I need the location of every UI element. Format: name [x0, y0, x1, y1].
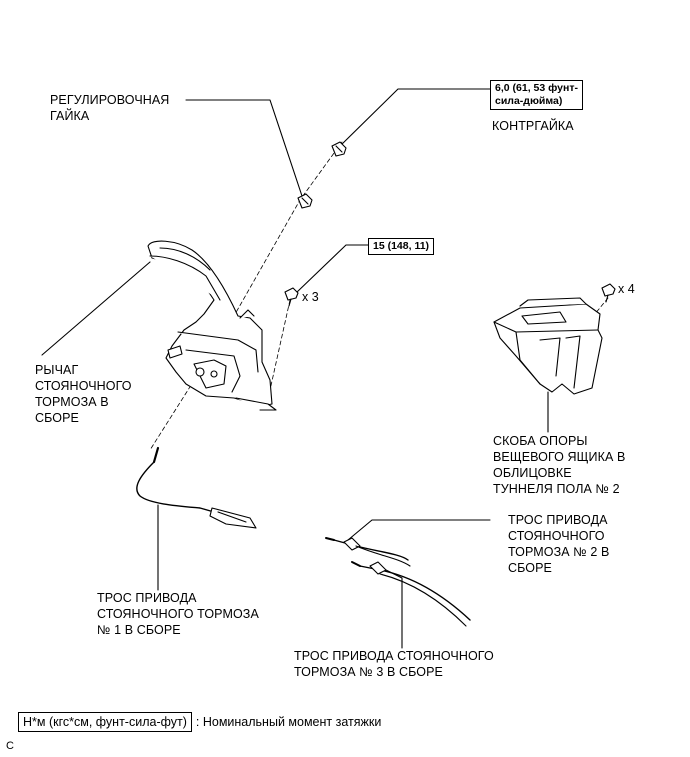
bolt-torque-box: 15 (148, 11)	[368, 238, 435, 255]
legend-unit-box: Н*м (кгс*см, фунт-сила-фут)	[18, 712, 192, 732]
leader-locknut	[337, 88, 491, 149]
cable-1-label: ТРОС ПРИВОДА СТОЯНОЧНОГО ТОРМОЗА № 1 В С…	[97, 591, 259, 637]
center-line	[149, 141, 343, 451]
bracket-label: СКОБА ОПОРЫ ВЕЩЕВОГО ЯЩИКА В ОБЛИЦОВКЕ Т…	[493, 434, 626, 496]
cable-2-label: ТРОС ПРИВОДА СТОЯНОЧНОГО ТОРМОЗА № 2 В С…	[508, 513, 610, 575]
cable-3-label: ТРОС ПРИВОДА СТОЯНОЧНОГО ТОРМОЗА № 3 В С…	[294, 649, 494, 679]
lever-label: РЫЧАГ СТОЯНОЧНОГО ТОРМОЗА В СБОРЕ	[35, 363, 132, 425]
bracket-icon	[493, 297, 603, 395]
leader-cable3	[385, 569, 403, 649]
legend-description: : Номинальный момент затяжки	[195, 715, 382, 729]
leader-adjust-nut	[185, 99, 303, 197]
torque-legend: Н*м (кгс*см, фунт-сила-фут) : Номинальны…	[18, 712, 381, 732]
bracket-bolt-icon	[601, 283, 616, 303]
leader-bolt-torque	[295, 244, 369, 294]
bracket-bolt-qty: x 4	[618, 282, 635, 296]
parking-brake-lever-icon	[147, 240, 277, 411]
adjusting-nut-label: РЕГУЛИРОВОЧНАЯ ГАЙКА	[50, 93, 170, 123]
lock-nut-icon	[331, 141, 347, 157]
adjusting-nut-icon	[297, 193, 313, 209]
figure-code: C	[6, 740, 14, 752]
leader-lever	[41, 261, 151, 356]
leader-cable2	[347, 519, 491, 541]
cable-1-icon	[136, 446, 257, 529]
lever-bolt-qty: x 3	[302, 290, 319, 304]
lever-bolt-icon	[284, 287, 299, 307]
locknut-torque-box: 6,0 (61, 53 фунт- сила-дюйма)	[490, 80, 583, 110]
cable-2-3-icon	[325, 537, 471, 627]
lock-nut-label: КОНТРГАЙКА	[492, 119, 574, 133]
bolt-line-lever	[269, 299, 291, 391]
